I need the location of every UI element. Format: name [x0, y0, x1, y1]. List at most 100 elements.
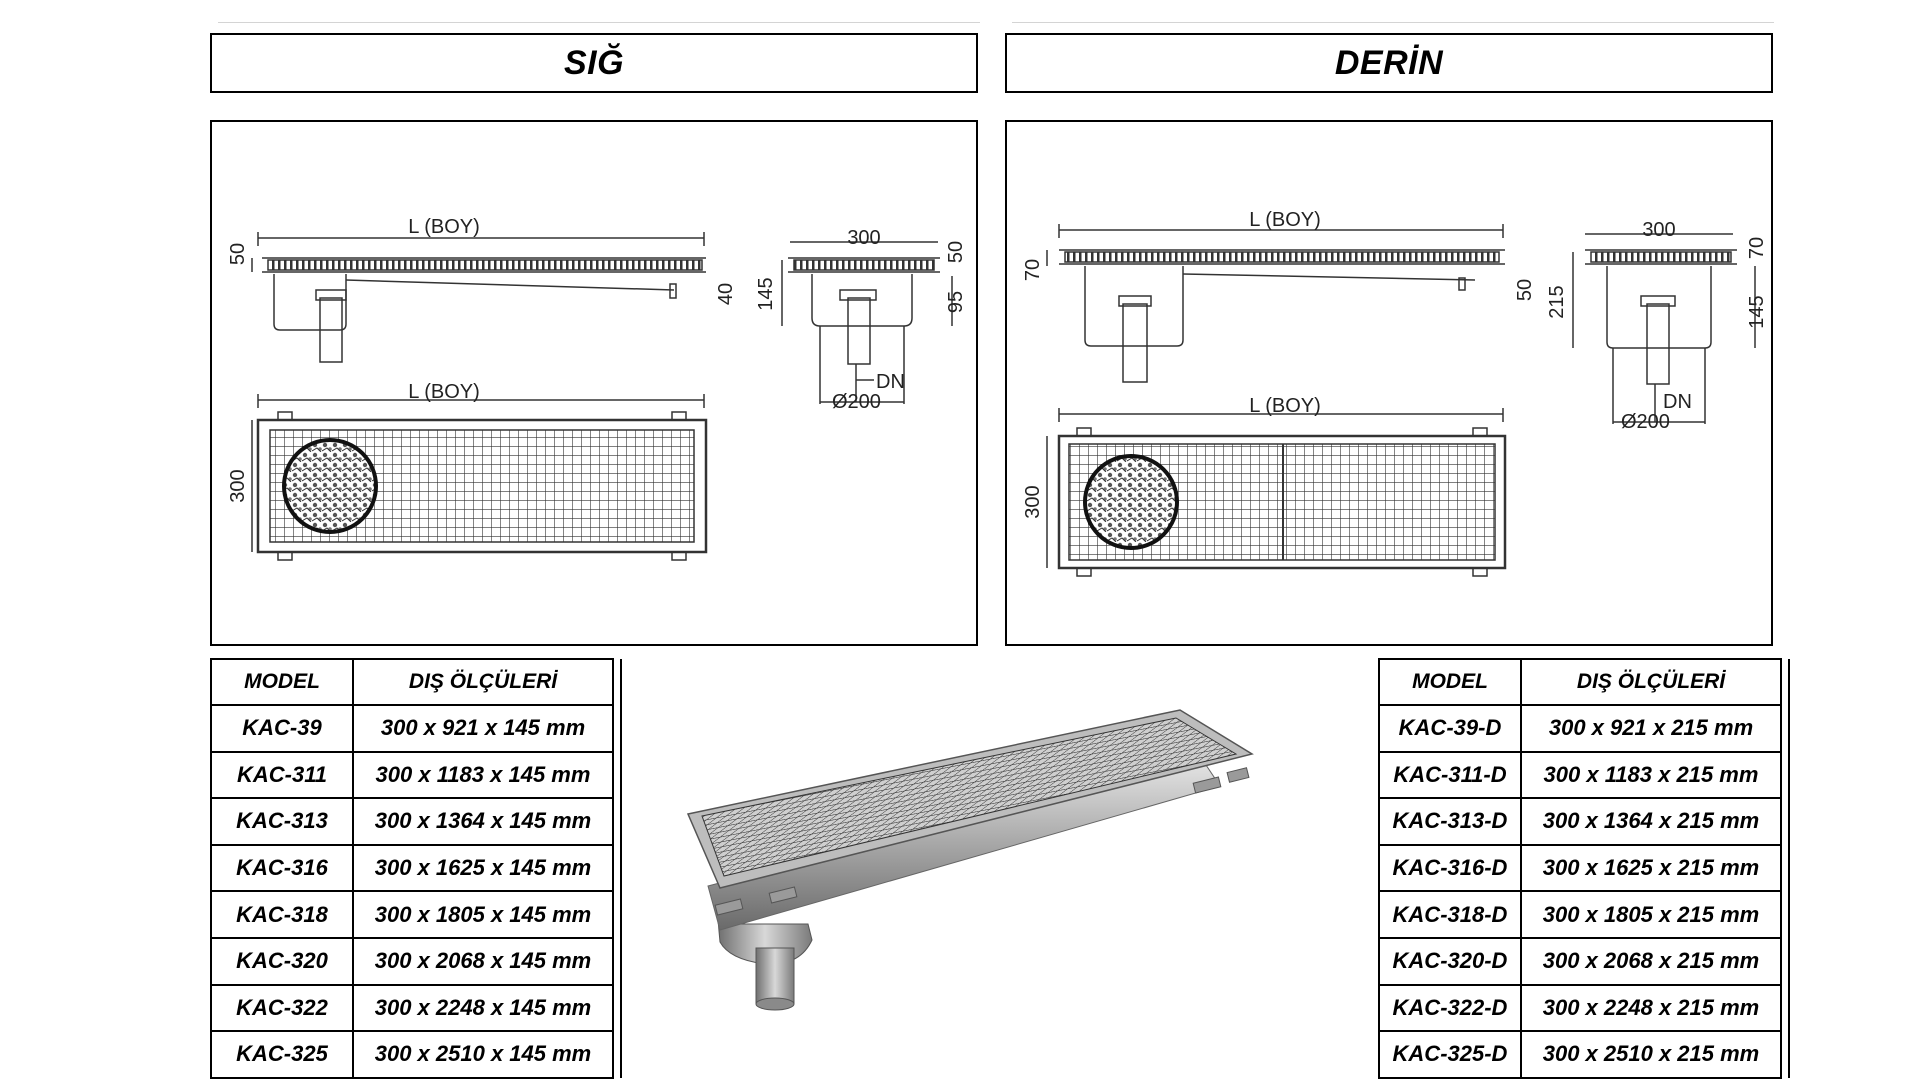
outlet-offset-label-shallow: 40 — [715, 283, 737, 305]
dimensions-cell: 300 x 1364 x 215 mm — [1520, 797, 1782, 846]
dimensions-cell: 300 x 921 x 145 mm — [352, 704, 614, 753]
side-view-deep — [1046, 224, 1505, 383]
table-edge — [1780, 844, 1790, 892]
plan-width-label-shallow: 300 — [227, 469, 249, 502]
table-edge — [612, 984, 622, 1032]
top-rule-left — [218, 22, 980, 23]
table-edge — [1780, 798, 1790, 845]
technical-drawing-deep: L (BOY) 70 50 300 215 70 145 DN Ø200 — [1022, 209, 1768, 577]
section-header-shallow: SIĞ — [210, 33, 978, 93]
dimensions-cell: 300 x 2068 x 215 mm — [1520, 936, 1782, 986]
table-header-row: MODEL DIŞ ÖLÇÜLERİ — [1378, 658, 1790, 706]
dimensions-cell: 300 x 1805 x 145 mm — [352, 890, 614, 939]
drawing-panel-shallow: L (BOY) 50 40 300 145 50 95 DN Ø200 — [210, 120, 978, 646]
side-height-label-deep: 70 — [1022, 259, 1044, 281]
side-length-label-deep: L (BOY) — [1249, 209, 1321, 231]
table-header-row: MODEL DIŞ ÖLÇÜLERİ — [210, 658, 622, 706]
model-cell: KAC-313-D — [1378, 797, 1522, 846]
end-lower-height-label-shallow: 95 — [945, 291, 967, 313]
dn-label-shallow: DN — [876, 371, 905, 393]
drawing-panel-deep: L (BOY) 70 50 300 215 70 145 DN Ø200 — [1005, 120, 1773, 646]
table-edge — [1780, 659, 1790, 705]
model-cell: KAC-325-D — [1378, 1030, 1522, 1079]
table-edge — [1780, 937, 1790, 985]
table-edge — [1780, 891, 1790, 938]
table-edge — [1780, 984, 1790, 1032]
model-cell: KAC-322-D — [1378, 983, 1522, 1033]
side-height-label-shallow: 50 — [227, 243, 249, 265]
section-title-shallow: SIĞ — [563, 43, 625, 82]
technical-drawing-shallow: L (BOY) 50 40 300 145 50 95 DN Ø200 — [227, 216, 967, 561]
table-edge — [612, 844, 622, 892]
column-header-dimensions: DIŞ ÖLÇÜLERİ — [1520, 658, 1782, 706]
dimensions-cell: 300 x 2068 x 145 mm — [352, 936, 614, 986]
model-cell: KAC-39-D — [1378, 704, 1522, 753]
model-cell: KAC-316 — [210, 843, 354, 893]
dimensions-cell: 300 x 1364 x 145 mm — [352, 797, 614, 846]
outlet-offset-label-deep: 50 — [1514, 279, 1536, 301]
table-edge — [612, 751, 622, 799]
model-cell: KAC-39 — [210, 704, 354, 753]
table-edge — [612, 705, 622, 752]
end-total-height-label-shallow: 145 — [755, 277, 777, 310]
table-edge — [1780, 705, 1790, 752]
end-view-shallow — [781, 241, 953, 404]
end-top-height-label-deep: 70 — [1746, 237, 1768, 259]
plan-length-label-deep: L (BOY) — [1249, 395, 1321, 417]
model-cell: KAC-313 — [210, 797, 354, 846]
diameter-label-shallow: Ø200 — [832, 391, 881, 413]
end-lower-height-label-deep: 145 — [1746, 295, 1768, 328]
end-top-height-label-shallow: 50 — [945, 241, 967, 263]
product-photo — [686, 709, 1254, 1011]
dn-label-deep: DN — [1663, 391, 1692, 413]
section-header-deep: DERİN — [1005, 33, 1773, 93]
top-rule-right — [1012, 22, 1774, 23]
column-header-model: MODEL — [1378, 658, 1522, 706]
model-cell: KAC-325 — [210, 1030, 354, 1079]
model-cell: KAC-320 — [210, 936, 354, 986]
plan-length-label-shallow: L (BOY) — [408, 381, 480, 403]
dimensions-cell: 300 x 1183 x 145 mm — [352, 750, 614, 800]
side-length-label-shallow: L (BOY) — [408, 216, 480, 238]
table-edge — [612, 891, 622, 938]
plan-width-label-deep: 300 — [1022, 485, 1044, 518]
table-edge — [612, 1031, 622, 1078]
diameter-label-deep: Ø200 — [1621, 411, 1670, 433]
dimensions-cell: 300 x 1625 x 145 mm — [352, 843, 614, 893]
dimensions-cell: 300 x 2510 x 145 mm — [352, 1030, 614, 1079]
model-cell: KAC-311-D — [1378, 750, 1522, 800]
side-view-shallow — [251, 232, 706, 363]
dimensions-cell: 300 x 2248 x 215 mm — [1520, 983, 1782, 1033]
model-cell: KAC-318-D — [1378, 890, 1522, 939]
table-edge — [612, 937, 622, 985]
model-cell: KAC-322 — [210, 983, 354, 1033]
dimensions-cell: 300 x 1625 x 215 mm — [1520, 843, 1782, 893]
model-cell: KAC-316-D — [1378, 843, 1522, 893]
end-width-label-shallow: 300 — [847, 227, 880, 249]
plan-view-deep — [1046, 408, 1507, 577]
table-edge — [1780, 751, 1790, 799]
column-header-model: MODEL — [210, 658, 354, 706]
dimensions-cell: 300 x 921 x 215 mm — [1520, 704, 1782, 753]
section-title-deep: DERİN — [1334, 43, 1444, 82]
plan-view-shallow — [251, 394, 708, 561]
model-cell: KAC-318 — [210, 890, 354, 939]
model-cell: KAC-311 — [210, 750, 354, 800]
dimensions-cell: 300 x 1183 x 215 mm — [1520, 750, 1782, 800]
